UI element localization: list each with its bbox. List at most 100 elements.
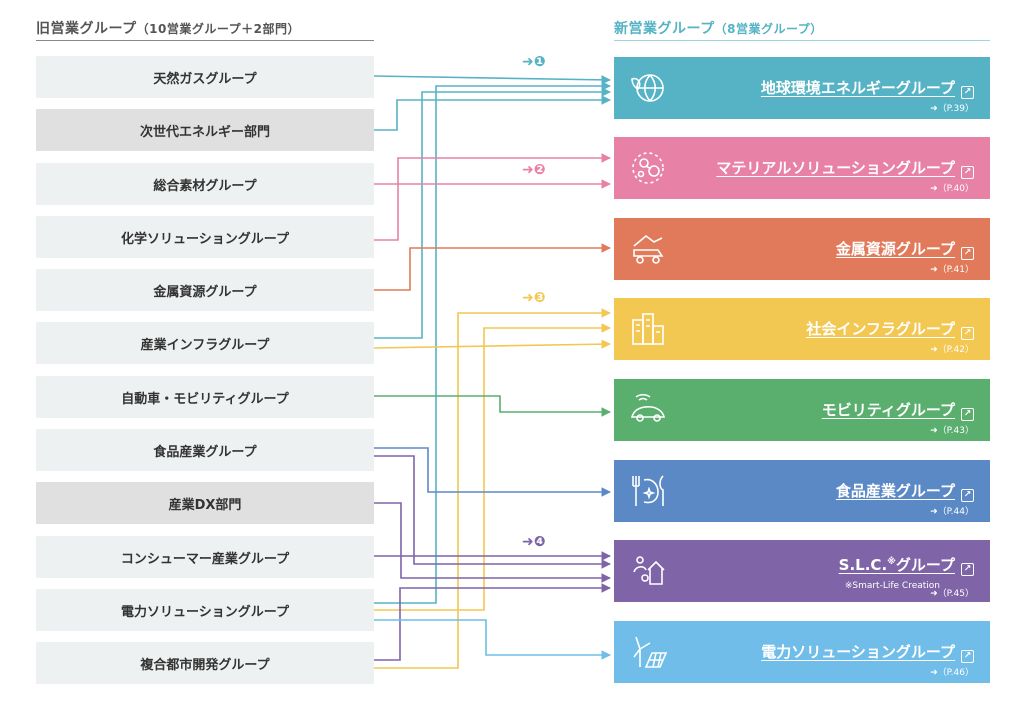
old-group-label: 次世代エネルギー部門	[139, 124, 270, 140]
page-ref: ➜（P.46）	[930, 668, 974, 678]
old-group-automotive: 自動車・モビリティグループ	[36, 376, 374, 418]
old-group-label: 天然ガスグループ	[153, 71, 257, 87]
page-ref: ➜（P.45）	[930, 589, 974, 599]
line-natural-gas	[373, 75, 611, 85]
external-link-icon: ↗	[961, 489, 974, 502]
footnote-mark: ※	[887, 557, 896, 567]
page-ref: ➜（P.41）	[930, 265, 974, 275]
external-link-icon: ↗	[961, 247, 974, 260]
old-groups-title: 旧営業グループ	[36, 21, 137, 37]
old-group-materials: 総合素材グループ	[36, 163, 374, 205]
old-group-food: 食品産業グループ	[36, 429, 374, 471]
old-group-metal: 金属資源グループ	[36, 269, 374, 311]
new-group-title: 電力ソリューショングループ	[761, 643, 955, 661]
external-link-icon: ↗	[961, 408, 974, 421]
marker-3: ➜❸	[522, 290, 546, 306]
line-chemical	[374, 153, 611, 241]
mining-truck-icon	[633, 234, 664, 264]
old-group-label: 総合素材グループ	[153, 178, 257, 194]
page-ref: ➜（P.42）	[930, 345, 974, 355]
page-ref: ➜（P.44）	[930, 507, 974, 517]
new-group-title-link[interactable]: S.L.C.※グループ↗	[838, 554, 974, 576]
external-link-icon: ↗	[961, 86, 974, 99]
new-group-title-link[interactable]: 電力ソリューショングループ ↗	[761, 641, 974, 663]
new-header-divider	[614, 40, 990, 41]
line-automotive	[374, 395, 611, 417]
page-ref: ➜（P.39）	[930, 104, 974, 114]
new-groups-header: 新営業グループ（8営業グループ）	[614, 18, 990, 38]
new-group-social-infra[interactable]: 社会インフラグループ ↗ ➜（P.42）	[614, 298, 990, 360]
new-group-title-suffix: グループ	[895, 556, 955, 574]
line-next-gen-energy	[374, 95, 611, 131]
new-group-title-link[interactable]: 社会インフラグループ ↗	[806, 318, 974, 340]
old-group-urban-dev: 複合都市開発グループ	[36, 642, 374, 684]
old-group-label: 産業インフラグループ	[140, 337, 270, 353]
connected-car-icon	[630, 393, 665, 422]
line-urban-yellow	[374, 308, 611, 669]
new-group-title: 食品産業グループ	[835, 482, 955, 500]
new-group-title: モビリティグループ	[821, 401, 955, 419]
new-group-earth-energy[interactable]: 地球環境エネルギーグループ ↗ ➜（P.39）	[614, 57, 990, 119]
old-group-label: 電力ソリューショングループ	[121, 604, 289, 620]
new-group-power-solution[interactable]: 電力ソリューショングループ ↗ ➜（P.46）	[614, 621, 990, 683]
external-link-icon: ↗	[961, 327, 974, 340]
new-group-title: S.L.C.	[838, 556, 888, 574]
line-industrial-dx	[374, 502, 611, 583]
new-group-food-industry[interactable]: 食品産業グループ ↗ ➜（P.44）	[614, 460, 990, 522]
new-group-title-link[interactable]: モビリティグループ ↗	[821, 399, 974, 421]
marker-4: ➜❹	[522, 534, 546, 550]
wind-solar-icon	[633, 636, 668, 668]
marker-1: ➜❶	[522, 54, 546, 70]
line-food	[374, 447, 611, 497]
line-power-teal	[374, 81, 611, 604]
fork-knife-plate-icon	[632, 475, 664, 506]
page-ref: ➜（P.43）	[930, 426, 974, 436]
line-urban-purple	[374, 583, 611, 661]
new-group-metal-resources[interactable]: 金属資源グループ ↗ ➜（P.41）	[614, 218, 990, 280]
new-group-title-link[interactable]: 食品産業グループ ↗	[835, 480, 974, 502]
new-group-slc[interactable]: S.L.C.※グループ↗ ※Smart-Life Creation ➜（P.45…	[614, 540, 990, 602]
old-group-consumer: コンシューマー産業グループ	[36, 536, 374, 578]
line-food-purple	[374, 455, 611, 569]
new-group-title: 金属資源グループ	[835, 240, 955, 258]
old-group-chemical: 化学ソリューショングループ	[36, 216, 374, 258]
old-group-label: 金属資源グループ	[153, 284, 257, 300]
new-groups-title: 新営業グループ	[614, 21, 715, 37]
old-group-label: 食品産業グループ	[153, 444, 257, 460]
old-group-label: 自動車・モビリティグループ	[121, 391, 289, 407]
new-group-title: マテリアルソリューショングループ	[716, 159, 955, 177]
line-industrial-infra-teal	[374, 87, 611, 339]
line-industrial-infra-yellow	[373, 339, 611, 349]
old-group-power: 電力ソリューショングループ	[36, 589, 374, 631]
new-group-title-link[interactable]: 地球環境エネルギーグループ ↗	[760, 77, 974, 99]
line-power-yellow	[374, 323, 611, 611]
new-group-mobility[interactable]: モビリティグループ ↗ ➜（P.43）	[614, 379, 990, 441]
old-group-industrial-infra: 産業インフラグループ	[36, 322, 374, 364]
new-group-material-solution[interactable]: マテリアルソリューショングループ ↗ ➜（P.40）	[614, 137, 990, 199]
molecule-icon	[632, 152, 664, 184]
new-groups-subtitle: （8営業グループ）	[714, 22, 823, 36]
page-ref: ➜（P.40）	[930, 184, 974, 194]
old-group-industrial-dx: 産業DX部門	[36, 482, 374, 524]
smart-life-home-icon	[633, 556, 665, 585]
new-group-title-link[interactable]: マテリアルソリューショングループ ↗	[716, 157, 974, 179]
new-group-title: 地球環境エネルギーグループ	[760, 79, 955, 97]
old-header-divider	[36, 40, 374, 41]
line-metal	[374, 243, 611, 291]
buildings-icon	[632, 313, 664, 345]
marker-2: ➜❷	[522, 162, 546, 178]
new-group-title: 社会インフラグループ	[806, 320, 955, 338]
old-group-label: 化学ソリューショングループ	[121, 231, 289, 247]
old-groups-header: 旧営業グループ（10営業グループ＋2部門）	[36, 18, 374, 38]
old-group-label: 複合都市開発グループ	[140, 657, 270, 673]
slc-footnote: ※Smart-Life Creation	[844, 581, 940, 591]
old-group-label: コンシューマー産業グループ	[120, 551, 290, 567]
old-groups-subtitle: （10営業グループ＋2部門）	[136, 22, 301, 36]
external-link-icon: ↗	[961, 650, 974, 663]
old-group-next-gen-energy: 次世代エネルギー部門	[36, 109, 374, 151]
external-link-icon: ↗	[961, 166, 974, 179]
old-group-natural-gas: 天然ガスグループ	[36, 56, 374, 98]
new-group-title-link[interactable]: 金属資源グループ ↗	[835, 238, 974, 260]
old-group-label: 産業DX部門	[168, 497, 242, 513]
